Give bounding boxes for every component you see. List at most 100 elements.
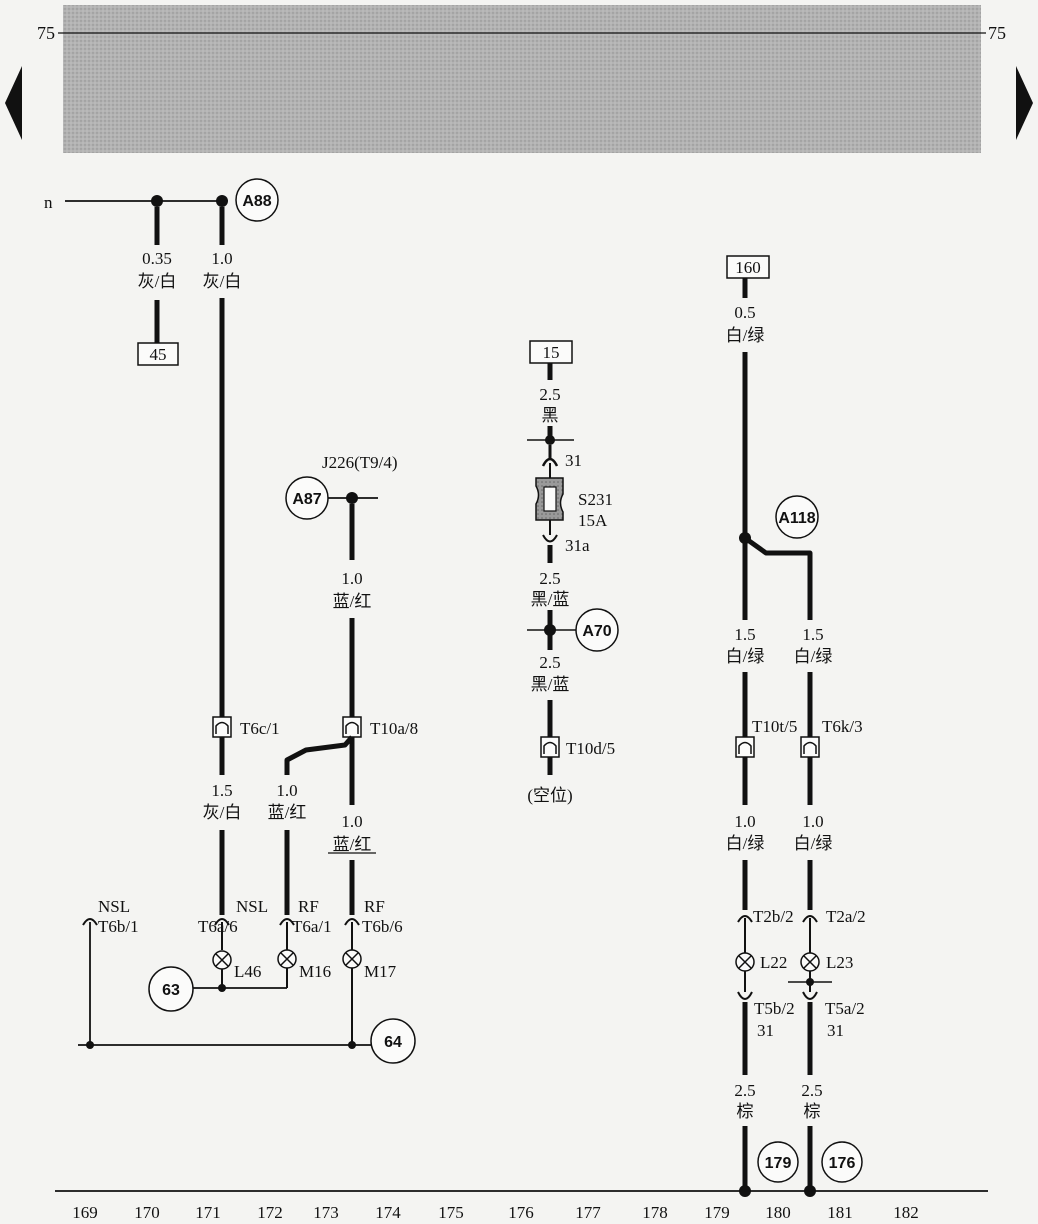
svg-text:31: 31 bbox=[757, 1021, 774, 1040]
svg-text:1.0: 1.0 bbox=[211, 249, 232, 268]
ground-network: 63 NSL T6b/1 64 bbox=[78, 897, 416, 1064]
svg-text:T6c/1: T6c/1 bbox=[240, 719, 280, 738]
scale-number: 172 bbox=[257, 1203, 283, 1222]
svg-text:黑/蓝: 黑/蓝 bbox=[531, 590, 570, 609]
scale-number: 182 bbox=[893, 1203, 919, 1222]
svg-text:RF: RF bbox=[298, 897, 319, 916]
svg-text:棕: 棕 bbox=[804, 1102, 821, 1121]
svg-text:1.0: 1.0 bbox=[276, 781, 297, 800]
page-number-right: 75 bbox=[988, 23, 1006, 43]
svg-text:31: 31 bbox=[565, 451, 582, 470]
ref-circle-63 bbox=[148, 966, 194, 1012]
terminal-box-160 bbox=[726, 255, 770, 279]
svg-text:L46: L46 bbox=[234, 962, 261, 981]
svg-text:J226(T9/4): J226(T9/4) bbox=[322, 453, 398, 472]
svg-text:黑/蓝: 黑/蓝 bbox=[531, 675, 570, 694]
svg-text:T10t/5: T10t/5 bbox=[752, 717, 797, 736]
triangle-left-icon[interactable] bbox=[5, 66, 22, 140]
svg-text:31a: 31a bbox=[565, 536, 590, 555]
svg-text:NSL: NSL bbox=[98, 897, 130, 916]
svg-text:T6b/1: T6b/1 bbox=[98, 917, 139, 936]
svg-text:T2a/2: T2a/2 bbox=[826, 907, 866, 926]
svg-text:63: 63 bbox=[162, 982, 180, 999]
scale-number: 176 bbox=[508, 1203, 534, 1222]
svg-text:灰/白: 灰/白 bbox=[203, 272, 242, 291]
scale-number: 173 bbox=[313, 1203, 339, 1222]
svg-text:M17: M17 bbox=[364, 962, 397, 981]
svg-text:1.0: 1.0 bbox=[734, 812, 755, 831]
svg-text:白/绿: 白/绿 bbox=[726, 326, 765, 345]
svg-text:T2b/2: T2b/2 bbox=[753, 907, 794, 926]
svg-text:0.35: 0.35 bbox=[142, 249, 172, 268]
svg-text:T5b/2: T5b/2 bbox=[754, 999, 795, 1018]
scale-number: 181 bbox=[827, 1203, 853, 1222]
svg-text:NSL: NSL bbox=[236, 897, 268, 916]
svg-text:蓝/红: 蓝/红 bbox=[268, 803, 307, 822]
svg-text:1.5: 1.5 bbox=[802, 625, 823, 644]
svg-text:A87: A87 bbox=[292, 491, 321, 508]
svg-text:15: 15 bbox=[543, 343, 560, 362]
svg-text:棕: 棕 bbox=[737, 1102, 754, 1121]
scale-number: 174 bbox=[375, 1203, 401, 1222]
svg-text:白/绿: 白/绿 bbox=[726, 647, 765, 666]
svg-text:(空位): (空位) bbox=[527, 786, 572, 805]
svg-text:2.5: 2.5 bbox=[539, 653, 560, 672]
svg-text:白/绿: 白/绿 bbox=[794, 834, 833, 853]
svg-text:T6b/6: T6b/6 bbox=[362, 917, 403, 936]
svg-text:T5a/2: T5a/2 bbox=[825, 999, 865, 1018]
scale-number: 177 bbox=[575, 1203, 601, 1222]
svg-text:1.5: 1.5 bbox=[211, 781, 232, 800]
ref-circle-64 bbox=[370, 1018, 416, 1064]
svg-text:T10a/8: T10a/8 bbox=[370, 719, 418, 738]
svg-text:灰/白: 灰/白 bbox=[138, 272, 177, 291]
svg-text:RF: RF bbox=[364, 897, 385, 916]
svg-text:T6k/3: T6k/3 bbox=[822, 717, 863, 736]
scale-number: 178 bbox=[642, 1203, 668, 1222]
scale-number: 175 bbox=[438, 1203, 464, 1222]
ref-circle-a118 bbox=[775, 495, 819, 539]
header-band bbox=[63, 5, 981, 153]
svg-text:S231: S231 bbox=[578, 490, 613, 509]
terminal-box-45 bbox=[137, 342, 179, 366]
circuit-176: 15 2.5 黑 31 S231 15A 31a 2.5 黑/蓝 A70 2.5… bbox=[527, 340, 619, 805]
circuit-179-181: 160 0.5 白/绿 A118 1.5 白/绿 1.5 白/绿 T10t/5 … bbox=[726, 255, 866, 1197]
svg-text:L22: L22 bbox=[760, 953, 787, 972]
svg-text:2.5: 2.5 bbox=[801, 1081, 822, 1100]
svg-text:L23: L23 bbox=[826, 953, 853, 972]
svg-text:A88: A88 bbox=[242, 193, 271, 210]
svg-text:15A: 15A bbox=[578, 511, 608, 530]
svg-text:T10d/5: T10d/5 bbox=[566, 739, 615, 758]
svg-text:2.5: 2.5 bbox=[539, 569, 560, 588]
svg-text:灰/白: 灰/白 bbox=[203, 803, 242, 822]
svg-text:A70: A70 bbox=[582, 623, 611, 640]
svg-text:2.5: 2.5 bbox=[734, 1081, 755, 1100]
svg-text:1.0: 1.0 bbox=[341, 569, 362, 588]
svg-text:1.0: 1.0 bbox=[341, 812, 362, 831]
scale-number: 179 bbox=[704, 1203, 730, 1222]
ref-circle-179 bbox=[757, 1141, 799, 1183]
triangle-right-icon[interactable] bbox=[1016, 66, 1033, 140]
ref-circle-a88 bbox=[235, 178, 279, 222]
svg-text:2.5: 2.5 bbox=[539, 385, 560, 404]
svg-text:T6a/1: T6a/1 bbox=[292, 917, 332, 936]
ref-circle-a70 bbox=[575, 608, 619, 652]
scale-number: 171 bbox=[195, 1203, 221, 1222]
svg-text:M16: M16 bbox=[299, 962, 331, 981]
svg-text:176: 176 bbox=[829, 1155, 856, 1172]
svg-text:31: 31 bbox=[827, 1021, 844, 1040]
svg-text:1.0: 1.0 bbox=[802, 812, 823, 831]
circuit-173: J226(T9/4) A87 1.0 蓝/红 T10a/8 1.0 蓝/红 1.… bbox=[268, 453, 419, 981]
left-wire-label: n bbox=[44, 193, 53, 212]
svg-text:蓝/红: 蓝/红 bbox=[333, 835, 372, 854]
svg-text:160: 160 bbox=[735, 258, 761, 277]
scale-number: 180 bbox=[765, 1203, 791, 1222]
svg-text:45: 45 bbox=[150, 345, 167, 364]
svg-text:0.5: 0.5 bbox=[734, 303, 755, 322]
svg-text:蓝/红: 蓝/红 bbox=[333, 592, 372, 611]
svg-text:1.5: 1.5 bbox=[734, 625, 755, 644]
page-number-left: 75 bbox=[37, 23, 55, 43]
svg-text:A118: A118 bbox=[778, 510, 815, 527]
